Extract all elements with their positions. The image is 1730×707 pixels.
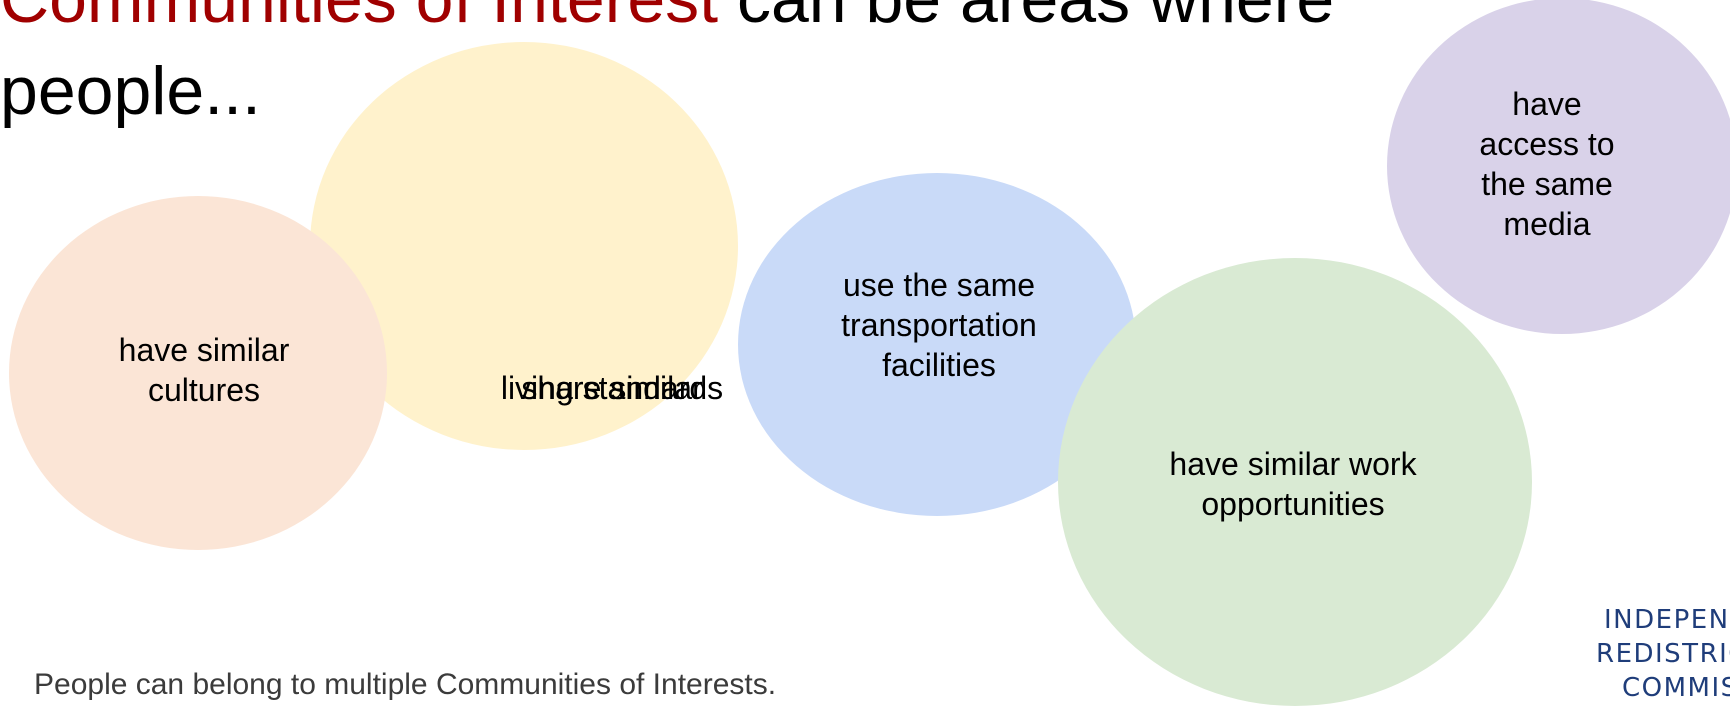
bubble-media-line2: access to xyxy=(1479,126,1615,162)
bubble-media-line3: the same xyxy=(1481,166,1613,202)
bubble-work-line1: have similar work xyxy=(1169,446,1417,482)
bubble-media-line4: media xyxy=(1503,206,1591,242)
bubble-living-standards-line1: share similar xyxy=(521,370,703,406)
slide-title: Communities of Interest can be areas whe… xyxy=(0,0,1500,137)
bubble-cultures-line1: have similar xyxy=(118,332,290,368)
commission-logo: INDEPENDE REDISTRICTIN COMMISSIO xyxy=(1596,603,1730,705)
logo-line2: REDISTRICTIN xyxy=(1596,639,1730,669)
bubble-transportation-line1: use the same xyxy=(842,267,1036,303)
logo-line1: INDEPENDE xyxy=(1604,605,1730,635)
title-highlight: Communities of Interest xyxy=(0,0,718,37)
bubble-work-opportunities: have similar work opportunities xyxy=(1058,258,1532,706)
bubble-transportation-line2: transportation xyxy=(841,307,1037,343)
bubble-cultures-line2: cultures xyxy=(147,372,261,408)
bubble-transportation-line3: facilities xyxy=(882,347,996,383)
bubble-media-line1: have xyxy=(1512,86,1582,122)
bubble-living-standards-line2: living standards xyxy=(500,370,724,406)
bubble-work-line2: opportunities xyxy=(1201,486,1385,522)
logo-line3: COMMISSIO xyxy=(1622,673,1730,703)
bubble-media: have access to the same media xyxy=(1387,0,1730,334)
title-line2: people... xyxy=(0,53,261,129)
title-rest: can be areas where xyxy=(718,0,1334,37)
bubble-cultures: have similar cultures xyxy=(9,196,387,550)
footer-note: People can belong to multiple Communitie… xyxy=(34,668,777,701)
